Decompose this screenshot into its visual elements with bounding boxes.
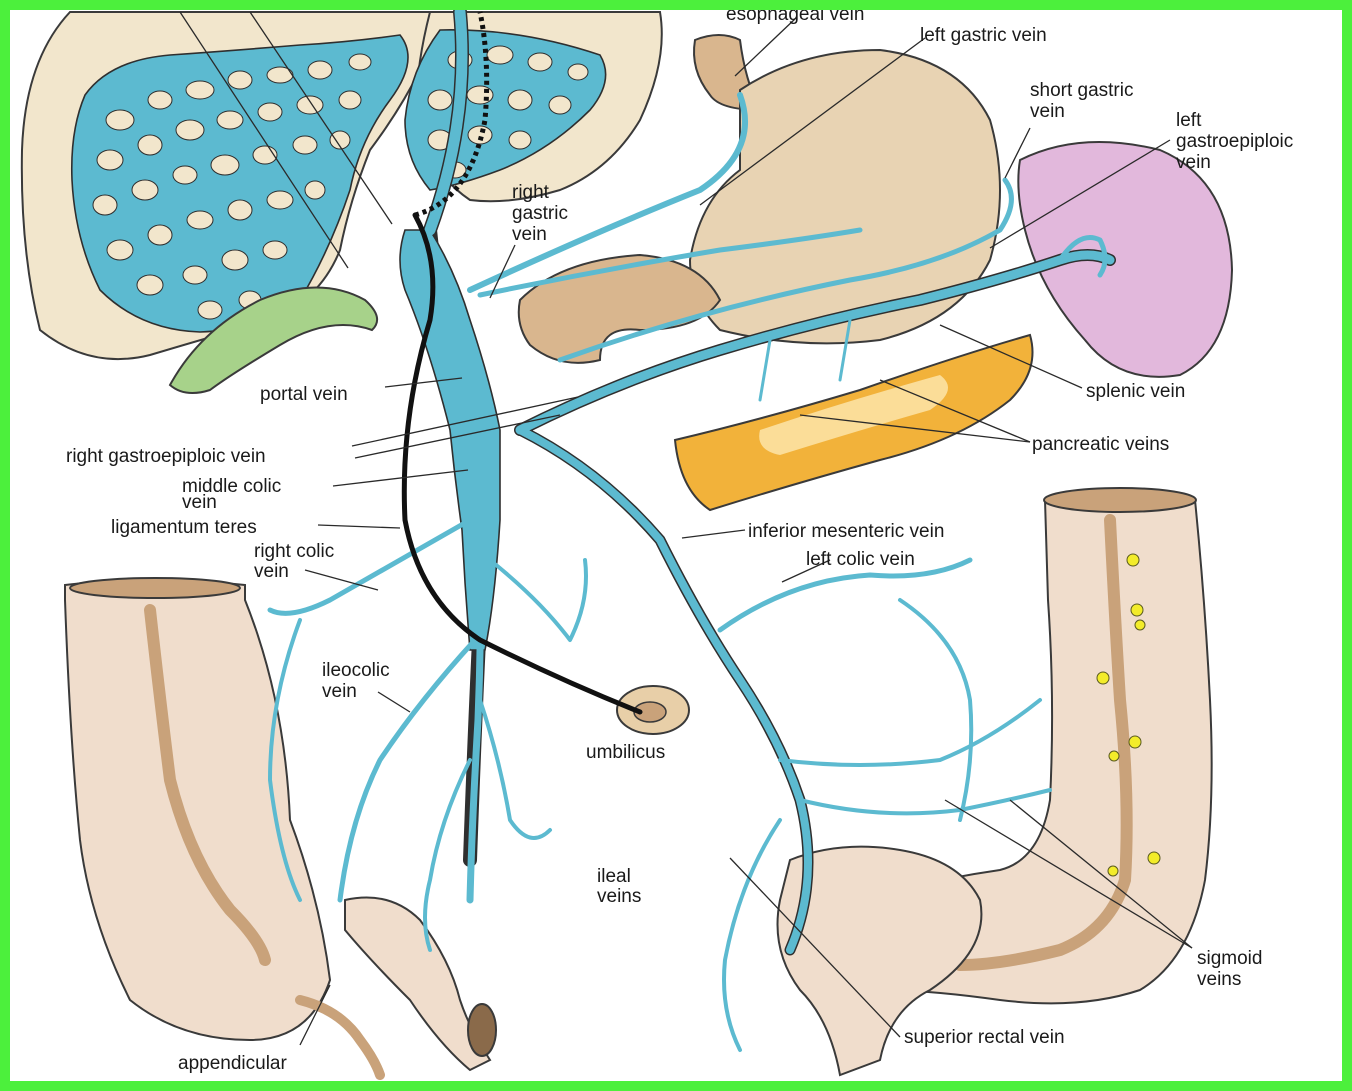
label-right-gastroepiploic-vein: right gastroepiploic vein xyxy=(66,446,266,467)
label-left-gastric-vein: left gastric vein xyxy=(920,25,1047,46)
label-inferior-mesenteric-vein: inferior mesenteric vein xyxy=(748,521,944,542)
label-left-gastroepiploic-vein: left gastroepiploic vein xyxy=(1176,110,1299,173)
label-ileal-veins: ileal veins xyxy=(597,866,641,907)
colic-arcade xyxy=(900,600,971,820)
label-superior-rectal-vein: superior rectal vein xyxy=(904,1027,1065,1048)
label-middle-colic-vein: middle colic vein xyxy=(182,476,287,513)
label-right-gastric-vein: right gastric vein xyxy=(512,182,573,245)
middle-colic-branch xyxy=(490,560,586,640)
ileal-vein-branch-1 xyxy=(480,700,550,838)
label-esophageal-vein: esophageal vein xyxy=(726,10,864,25)
ileum-opening xyxy=(468,1004,496,1056)
ascending-colon-lumen xyxy=(70,578,240,598)
ascending-colon xyxy=(65,578,496,1075)
label-appendicular: appendicular xyxy=(178,1053,287,1074)
umbilicus-knot xyxy=(617,686,689,734)
descending-colon-lumen xyxy=(1044,488,1196,512)
label-splenic-vein: splenic vein xyxy=(1086,381,1185,402)
stomach-pylorus xyxy=(519,255,720,363)
label-sigmoid-veins: sigmoid veins xyxy=(1197,948,1268,990)
portal-venous-system-diagram: esophageal vein left gastric vein short … xyxy=(10,10,1342,1081)
label-left-colic-vein: left colic vein xyxy=(806,549,915,570)
left-colic-vein xyxy=(720,560,970,630)
label-pancreatic-veins: pancreatic veins xyxy=(1032,434,1169,455)
label-short-gastric-vein: short gastric vein xyxy=(1030,80,1139,122)
superior-rectal-vein xyxy=(724,820,780,1050)
sigmoid-vein-branch-1 xyxy=(780,700,1040,765)
label-ligamentum-teres: ligamentum teres xyxy=(111,517,257,538)
label-portal-vein: portal vein xyxy=(260,384,348,405)
label-umbilicus: umbilicus xyxy=(586,742,665,763)
